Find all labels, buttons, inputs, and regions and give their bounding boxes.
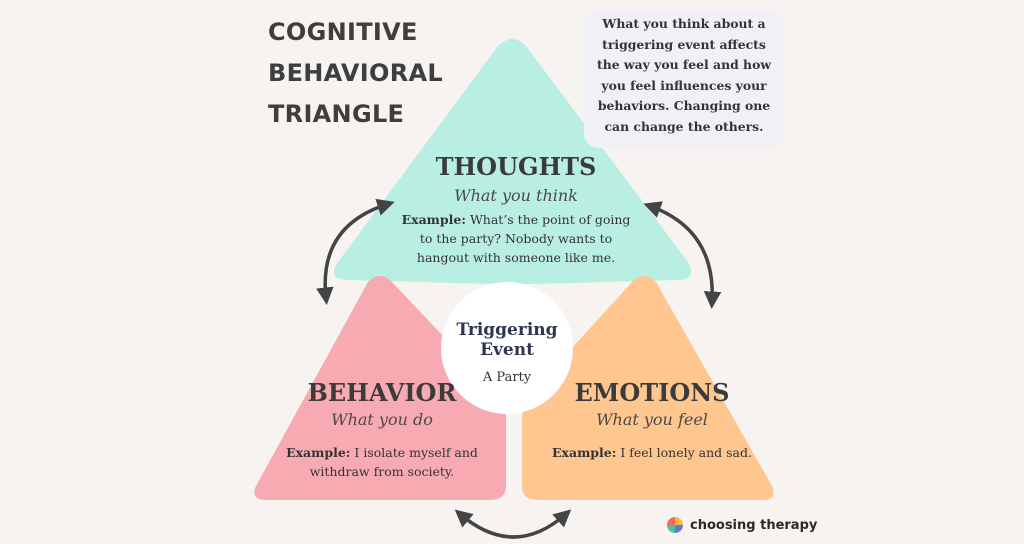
emotions-heading: EMOTIONS	[574, 378, 730, 407]
emotions-subtitle: What you feel	[596, 410, 708, 429]
example-line: I isolate myself and	[350, 445, 478, 460]
note-line: What you think about a	[602, 16, 766, 31]
note-line: behaviors. Changing one	[597, 98, 771, 113]
thoughts-heading: THOUGHTS	[435, 152, 597, 181]
emotions-example: Example: I feel lonely and sad.	[532, 443, 772, 462]
title-line: COGNITIVE	[268, 18, 418, 46]
behavior-subtitle: What you do	[331, 410, 433, 429]
thoughts-triangle	[334, 39, 692, 284]
example-line: to the party? Nobody wants to	[419, 231, 613, 246]
example-label: Example:	[552, 445, 617, 460]
thoughts-subtitle: What you think	[454, 186, 578, 205]
example-line: What’s the point of going	[465, 212, 631, 227]
emotions-block: EMOTIONS What you feel Example: I feel l…	[532, 378, 772, 462]
arrow-thoughts-emotions	[643, 201, 722, 309]
triggering-event-block: Triggering Event A Party	[447, 320, 567, 385]
title-line: BEHAVIORAL	[268, 59, 443, 87]
behavior-heading: BEHAVIOR	[307, 378, 457, 407]
arrow-behavior-emotions	[454, 509, 572, 539]
behavior-triangle	[254, 276, 506, 500]
brand-logo: choosing therapy	[666, 515, 817, 535]
behavior-example: Example: I isolate myself and withdraw f…	[262, 443, 502, 481]
triggering-event-circle	[441, 282, 573, 414]
explanation-note: What you think about a triggering event …	[584, 10, 784, 148]
thoughts-block: THOUGHTS What you think Example: What’s …	[400, 152, 632, 267]
example-line: withdraw from society.	[309, 464, 455, 479]
example-line: hangout with someone like me.	[416, 250, 616, 265]
center-title-line: Triggering	[456, 320, 558, 340]
example-label: Example:	[286, 445, 351, 460]
example-line: I feel lonely and sad.	[616, 445, 752, 460]
note-line: triggering event affects	[602, 36, 766, 52]
arrow-thoughts-behavior	[316, 198, 395, 305]
note-line: can change the others.	[604, 118, 764, 134]
center-title-line: Event	[480, 340, 534, 360]
thoughts-example: Example: What’s the point of going to th…	[400, 210, 632, 267]
emotions-triangle	[522, 276, 774, 500]
behavior-block: BEHAVIOR What you do Example: I isolate …	[262, 378, 502, 481]
title-line: TRIANGLE	[268, 100, 405, 128]
brand-name: choosing therapy	[690, 517, 818, 533]
example-label: Example:	[401, 212, 466, 227]
center-subtitle: A Party	[482, 370, 532, 385]
brand-mark-icon	[667, 517, 683, 533]
note-line: the way you feel and how	[597, 57, 771, 72]
diagram-title: COGNITIVE BEHAVIORAL TRIANGLE	[268, 12, 488, 135]
note-line: you feel influences your	[601, 77, 767, 93]
